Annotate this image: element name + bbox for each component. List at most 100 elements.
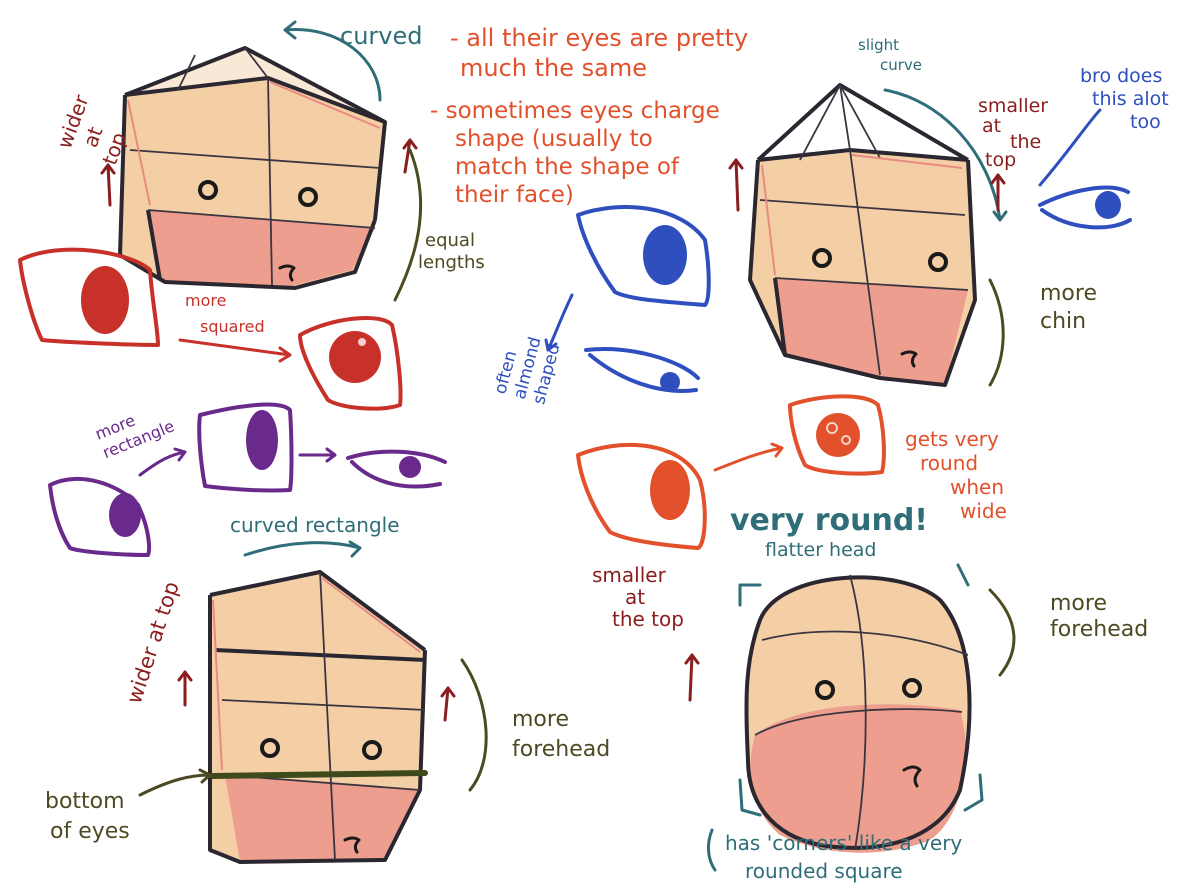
head-3-right-eye — [362, 740, 382, 760]
purple-eye-1 — [48, 476, 151, 557]
blue-pointer — [1038, 108, 1102, 187]
note-smaller-tl-1: smaller — [592, 563, 667, 587]
head-1-seams — [129, 47, 381, 286]
note-more-chin-1: more — [1040, 281, 1097, 306]
purple-eye-3 — [346, 449, 447, 489]
red-eye-1-iris — [81, 266, 129, 334]
red-eye-2 — [298, 315, 403, 411]
note-smaller-tr-4: top — [985, 149, 1016, 171]
note-smaller-tl-3: the top — [612, 607, 684, 631]
head-2-right-eye — [928, 252, 948, 272]
note-flatter-head: flatter head — [765, 539, 877, 561]
curved-arrow-1 — [283, 20, 382, 102]
head-1-blush — [148, 210, 375, 286]
note-eyes-same-2: much the same — [460, 54, 647, 82]
note-bro-2: this alot — [1092, 88, 1169, 110]
purple-eye-2 — [197, 402, 294, 493]
note-very-round: very round! — [730, 503, 928, 538]
head-4-round — [738, 563, 984, 853]
note-equal-2: lengths — [418, 252, 485, 273]
head-3-blush — [225, 775, 420, 862]
note-curved: curved — [340, 22, 422, 50]
note-slight-2: curve — [880, 56, 922, 74]
note-equal-1: equal — [425, 230, 475, 251]
note-corners-2: rounded square — [745, 859, 903, 883]
blue-eye-2 — [584, 347, 700, 393]
annotation-strokes — [100, 20, 1102, 872]
more-squared-arrow — [178, 338, 292, 363]
note-gets-round-2: round — [920, 451, 978, 475]
red-eye-1 — [18, 247, 160, 347]
head-4-blush — [750, 704, 966, 853]
note-eyes-same-1: - all their eyes are pretty — [450, 24, 748, 52]
note-bottom-eyes-1: bottom — [45, 789, 125, 814]
note-bro-3: too — [1130, 111, 1161, 133]
note-smaller-tr-3: the — [1010, 131, 1041, 153]
head-4-left-eye — [815, 680, 835, 700]
purple-arrow — [298, 447, 337, 463]
note-wider-top-2: wider at top — [122, 579, 184, 707]
forehead-brace-right — [988, 588, 1016, 677]
head-1-mouth — [278, 264, 296, 282]
forehead-brace-left — [460, 658, 488, 792]
up-arrow-4 — [990, 173, 1006, 212]
bottom-eyes-arrow — [138, 768, 212, 797]
orange-eye-1 — [576, 442, 707, 550]
head-3-left-eye — [260, 738, 280, 758]
up-arrow-2 — [100, 163, 116, 207]
up-arrow-5 — [177, 670, 193, 707]
note-more-forehead-l-2: forehead — [512, 737, 610, 762]
rectangle-arrow — [138, 447, 187, 477]
equal-brace — [393, 148, 423, 302]
orange-eye-2 — [788, 394, 886, 476]
blue-eye-3 — [1038, 185, 1132, 230]
head-3-redlines — [212, 577, 421, 771]
head-1-redlines — [127, 81, 381, 206]
head-2-seams — [759, 84, 969, 376]
note-more-forehead-r-1: more — [1050, 591, 1107, 616]
note-more-forehead-l-1: more — [512, 707, 569, 732]
note-bro-1: bro does — [1080, 65, 1162, 87]
note-curved-rectangle: curved rectangle — [230, 513, 400, 537]
note-more-squared-2: squared — [200, 317, 265, 336]
up-arrow-1 — [402, 138, 418, 174]
blue-eye-1 — [576, 205, 711, 307]
note-smaller-tl-2: at — [625, 585, 645, 609]
note-more-rectangle: more rectangle — [92, 411, 177, 463]
red-eye-2-iris — [329, 331, 381, 383]
note-gets-round-4: wide — [960, 499, 1007, 523]
curved-arrow-2 — [243, 540, 362, 558]
note-often-almond: often almond shaped — [491, 335, 565, 407]
orange-arrow — [713, 442, 784, 472]
slight-curve-arrow — [883, 88, 1008, 222]
note-more-squared-1: more — [185, 291, 226, 310]
note-smaller-tr-2: at — [982, 115, 1001, 137]
head-4-mouth — [902, 765, 922, 788]
head-1-box — [118, 46, 387, 290]
note-gets-round-3: when — [950, 475, 1004, 499]
head-1-outline — [118, 46, 387, 290]
head-2-box — [748, 83, 977, 387]
head-2-redlines — [761, 154, 963, 276]
head-2-mouth — [900, 350, 918, 368]
head-4-corner-brackets — [738, 563, 984, 817]
head-4-outline — [744, 575, 972, 850]
head-1-right-eye — [298, 187, 318, 207]
note-gets-round-1: gets very — [905, 427, 999, 451]
head-2-blush — [775, 278, 968, 385]
almond-arrow — [544, 293, 574, 352]
note-slight-1: slight — [858, 36, 899, 54]
note-change-3: match the shape of — [455, 154, 680, 180]
up-arrow-7 — [684, 653, 700, 702]
head-3-eye-line — [209, 770, 428, 779]
note-change-4: their face) — [455, 182, 574, 208]
head-3-mouth — [343, 836, 361, 854]
head-1-top-face — [125, 48, 385, 122]
head-2-left-eye — [812, 248, 832, 268]
head-4-right-eye — [902, 678, 922, 698]
note-more-chin-2: chin — [1040, 309, 1086, 334]
up-arrow-3 — [728, 158, 744, 212]
corners-tick — [706, 828, 717, 872]
note-more-forehead-r-2: forehead — [1050, 617, 1148, 642]
